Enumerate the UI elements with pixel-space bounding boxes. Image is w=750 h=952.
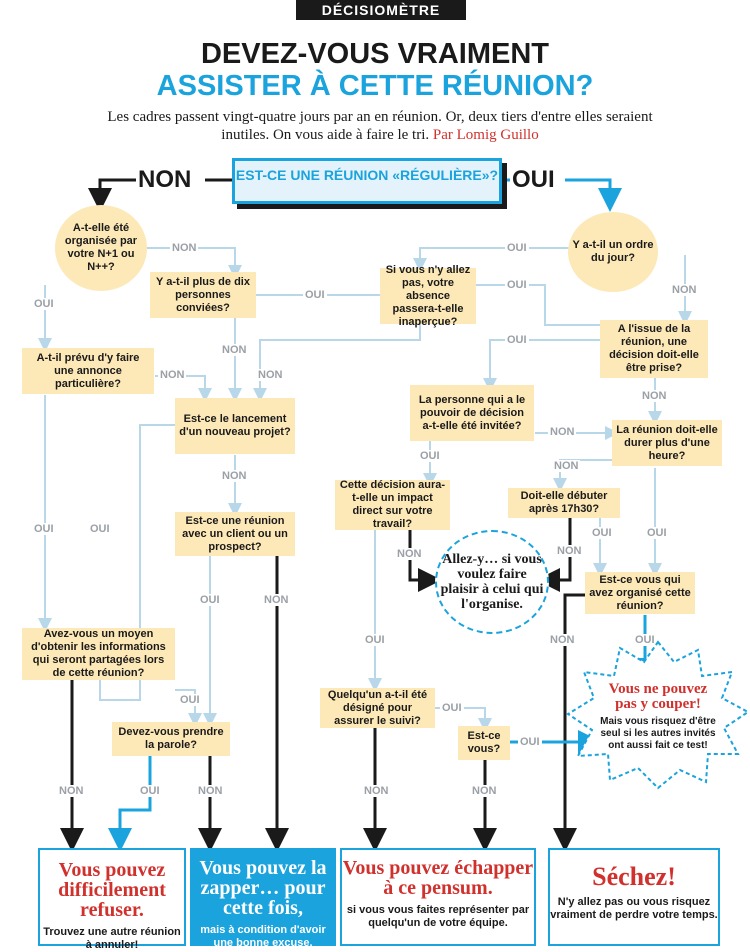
label-oui: OUI [518,736,542,748]
label-non: NON [196,785,225,797]
label-non: NON [256,369,285,381]
result-sub: mais à condition d'avoir une bonne excus… [200,924,326,949]
question-client-meeting: Est-ce une réunion avec un client ou un … [175,512,295,556]
result-sub: Trouvez une autre réunion à annuler! [43,926,181,951]
label-non: NON [548,426,577,438]
label-oui: OUI [633,634,657,646]
question-more-than-hour: La réunion doit-elle durer plus d'une he… [612,420,722,466]
label-oui: OUI [645,527,669,539]
result-title: Vous pouvez difficilement refuser. [58,859,166,921]
label-non: NON [395,548,424,560]
result-escape: Vous pouvez échapper à ce pensum. si vou… [340,848,536,946]
label-non: NON [555,545,584,557]
label-oui: OUI [505,279,529,291]
byline: Par Lomig Guillo [432,127,539,143]
question-is-it-you: Est-ce vous? [458,726,510,760]
label-oui: OUI [198,594,222,606]
label-non: NON [640,390,669,402]
label-non: NON [362,785,391,797]
result-title: Séchez! [592,862,676,891]
label-non: NON [170,242,199,254]
label-oui: OUI [32,298,56,310]
label-non: NON [57,785,86,797]
result-sub: N'y allez pas ou vous risquez vraiment d… [550,896,718,921]
label-oui: OUI [138,785,162,797]
result-sub: si vous vous faites représenter par quel… [346,904,530,929]
label-non: NON [220,344,249,356]
label-non: NON [158,369,187,381]
star-result: Vous ne pouvez pas y couper! Mais vous r… [596,682,720,752]
label-oui: OUI [32,523,56,535]
question-decision: A l'issue de la réunion, une décision do… [600,320,708,378]
label-non: NON [548,634,577,646]
label-oui: OUI [303,289,327,301]
starburst-shape [566,640,750,790]
label-oui: OUI [590,527,614,539]
question-absence-unnoticed: Si vous n'y allez pas, votre absence pas… [380,264,476,328]
question-after-1730: Doit-elle débuter après 17h30? [508,488,620,518]
label-non: NON [262,594,291,606]
label-non: NON [552,460,581,472]
question-other-means: Avez-vous un moyen d'obtenir les informa… [22,628,175,680]
question-more-than-ten: Y a-t-il plus de dix personnes conviées? [150,272,256,318]
question-follow-up: Quelqu'un a-t-il été désigné pour assure… [320,688,435,728]
result-refuse: Vous pouvez difficilement refuser. Trouv… [38,848,186,951]
start-no-label: NON [138,166,192,193]
title-line-2: ASSISTER À CETTE RÉUNION? [156,70,594,102]
go-bubble: Allez-y… si vous voulez faire plaisir à … [435,530,549,634]
intro-text: Les cadres passent vingt-quatre jours pa… [100,108,660,144]
intro-body: Les cadres passent vingt-quatre jours pa… [107,109,653,143]
start-question: EST-CE UNE RÉUNION «RÉGULIÈRE»? [232,158,502,204]
label-oui: OUI [178,694,202,706]
star-result-title: Vous ne pouvez pas y couper! [608,681,708,712]
label-oui: OUI [505,334,529,346]
label-non: NON [220,470,249,482]
result-title: Vous pouvez la zapper… pour cette fois, [199,857,327,919]
label-oui: OUI [88,523,112,535]
label-oui: OUI [505,242,529,254]
label-oui: OUI [418,450,442,462]
question-impact: Cette décision aura-t-elle un impact dir… [335,479,450,530]
label-oui: OUI [440,702,464,714]
question-organizer: Est-ce vous qui avez organisé cette réun… [585,572,695,614]
question-decision-maker-invited: La personne qui a le pouvoir de décision… [410,385,534,441]
question-project-launch: Est-ce le lancement d'un nouveau projet? [175,398,295,454]
question-organized-by-manager: A-t-elle été organisée par votre N+1 ou … [55,205,147,291]
question-agenda: Y a-t-il un ordre du jour? [568,212,658,292]
star-result-sub: Mais vous risquez d'être seul si les aut… [600,716,716,751]
title-line-1: DEVEZ-VOUS VRAIMENT [200,38,550,70]
result-skip: Vous pouvez la zapper… pour cette fois, … [190,848,336,949]
label-non: NON [670,284,699,296]
question-speak: Devez-vous prendre la parole? [112,722,230,756]
start-yes-label: OUI [512,166,555,193]
result-title: Vous pouvez échapper à ce pensum. [342,857,534,899]
label-non: NON [470,785,499,797]
section-tag: DÉCISIOMÈTRE [296,0,466,20]
question-announcement: A-t-il prévu d'y faire une annonce parti… [22,348,154,394]
result-skip-class: Séchez! N'y allez pas ou vous risquez vr… [548,848,720,946]
label-oui: OUI [363,634,387,646]
